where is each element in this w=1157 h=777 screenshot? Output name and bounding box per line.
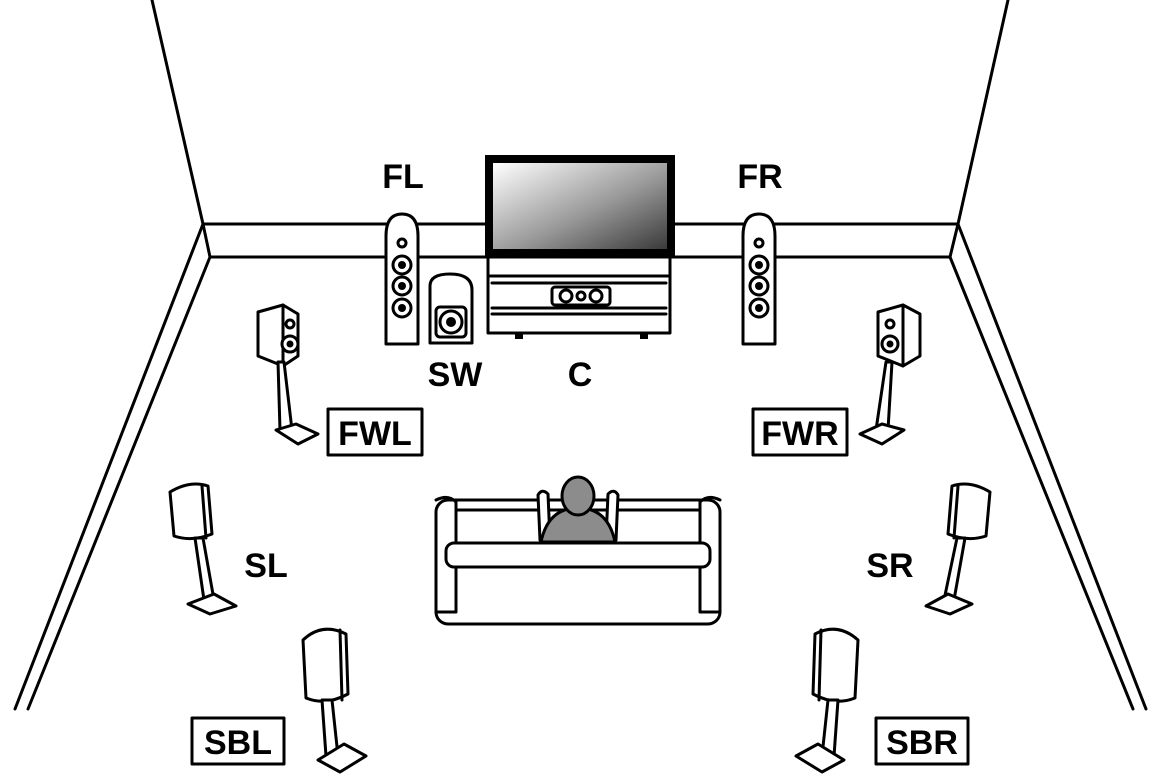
label-sbr: SBR [874, 716, 970, 766]
label-fl-text: FL [382, 158, 424, 196]
label-fr-text: FR [737, 158, 782, 196]
television [485, 155, 675, 272]
surround-back-right-speaker [794, 627, 860, 774]
label-sbl: SBL [190, 716, 286, 766]
surround-back-left-speaker [301, 627, 368, 774]
label-sw-text: SW [428, 356, 484, 394]
label-sbr-text: SBR [886, 724, 958, 762]
label-fwl: FWL [326, 407, 424, 457]
front-wide-left-speaker [256, 303, 320, 446]
label-sbl-text: SBL [204, 724, 272, 762]
sofa [434, 495, 722, 626]
front-wide-right-speaker [858, 303, 922, 446]
label-fl: FL [382, 158, 424, 196]
listener [536, 475, 620, 544]
label-c: C [568, 356, 593, 394]
front-right-speaker [741, 212, 777, 346]
label-fwl-text: FWL [338, 415, 412, 453]
surround-right-speaker [924, 482, 992, 616]
subwoofer [428, 272, 474, 345]
center-speaker [550, 285, 612, 307]
front-left-speaker [384, 212, 420, 346]
label-fwr-text: FWR [761, 415, 838, 453]
label-sr-text: SR [866, 547, 913, 585]
surround-left-speaker [168, 482, 238, 616]
label-sl: SL [244, 547, 287, 585]
label-sw: SW [428, 356, 484, 394]
label-fr: FR [737, 158, 782, 196]
label-c-text: C [568, 356, 593, 394]
label-sr: SR [866, 547, 913, 585]
label-sl-text: SL [244, 547, 287, 585]
label-fwr: FWR [751, 407, 849, 457]
